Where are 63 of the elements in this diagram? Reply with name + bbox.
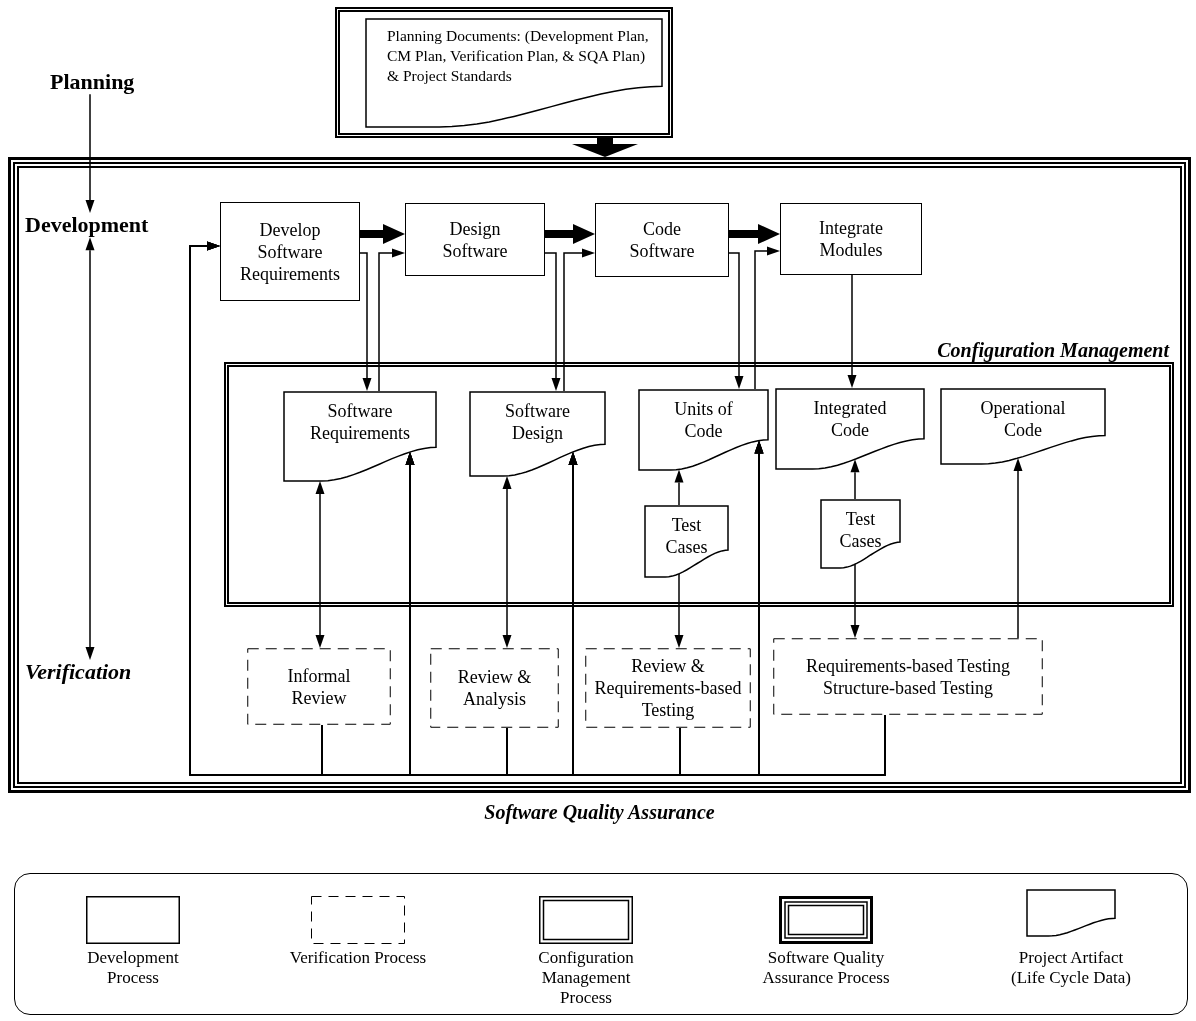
process-label: Review & Analysis xyxy=(456,666,533,710)
artifact-label: Operational Code xyxy=(979,397,1067,441)
process-label: Integrate Modules xyxy=(818,217,884,261)
arrow xyxy=(544,252,561,391)
artifact-document xyxy=(365,18,663,128)
process-label: Informal Review xyxy=(286,664,352,709)
process-box xyxy=(220,202,360,301)
arrow xyxy=(359,252,372,391)
artifact-label: Test Cases xyxy=(664,514,709,558)
process-box xyxy=(780,203,922,275)
artifact-document xyxy=(638,389,769,471)
arrow xyxy=(378,248,405,392)
verification-box xyxy=(585,648,751,728)
process-label: Develop Software Requirements xyxy=(239,218,341,285)
artifact-document xyxy=(940,388,1106,465)
planning-frame xyxy=(335,7,673,138)
artifact-label: Test Cases xyxy=(838,508,883,552)
verification-box xyxy=(247,648,391,725)
double-arrow xyxy=(85,237,95,660)
boundary-label: Software Quality Assurance xyxy=(483,801,716,823)
phase-label: Verification xyxy=(25,660,132,685)
process-box xyxy=(595,203,729,277)
process-label: Code Software xyxy=(628,218,696,262)
arrow xyxy=(674,573,684,648)
artifact-document xyxy=(775,388,925,470)
process-label: Review & Requirements-based Testing xyxy=(593,655,743,721)
artifact-document xyxy=(469,391,606,477)
artifact-label: Integrated Code xyxy=(812,397,888,441)
arrow xyxy=(847,274,857,388)
artifact-label: Software Requirements xyxy=(309,400,411,444)
double-arrow xyxy=(315,481,325,648)
artifact-document xyxy=(283,391,437,482)
arrow xyxy=(674,469,684,506)
arrow xyxy=(754,440,886,776)
boundary-label: Configuration Management xyxy=(937,339,1169,361)
verification-box xyxy=(430,648,559,728)
arrow xyxy=(728,252,744,389)
thick-arrow xyxy=(572,138,638,157)
arrow xyxy=(850,459,860,500)
phase-label: Development xyxy=(25,213,149,238)
legend-label: Verification Process xyxy=(288,948,428,968)
legend-label: Software Quality Assurance Process xyxy=(761,948,891,988)
artifact-label: & Project Standards xyxy=(387,66,512,86)
process-box xyxy=(405,203,545,276)
arrow xyxy=(85,93,95,213)
process-label: Requirements-based Testing xyxy=(806,654,1010,677)
double-arrow xyxy=(502,475,512,648)
artifact-document xyxy=(820,499,901,569)
arrow xyxy=(563,248,595,392)
arrow xyxy=(850,563,860,638)
process-label: Design Software xyxy=(441,217,509,262)
legend-label: Configuration Management Process xyxy=(537,948,635,1008)
legend-label: Development Process xyxy=(86,948,180,988)
artifact-document xyxy=(644,505,729,578)
artifact-label: Units of Code xyxy=(673,398,734,442)
verification-box xyxy=(773,638,1043,715)
phase-label: Planning xyxy=(50,70,135,95)
arrow xyxy=(754,246,780,390)
arrow xyxy=(1013,458,1023,639)
artifact-label: Software Design xyxy=(504,400,571,444)
artifact-label: Planning Documents: (Development Plan, CM Plan, Verification Plan, & SQA Plan) xyxy=(387,26,650,66)
legend-label: Project Artifact (Life Cycle Data) xyxy=(1010,948,1132,988)
process-label: Structure-based Testing xyxy=(823,676,993,699)
